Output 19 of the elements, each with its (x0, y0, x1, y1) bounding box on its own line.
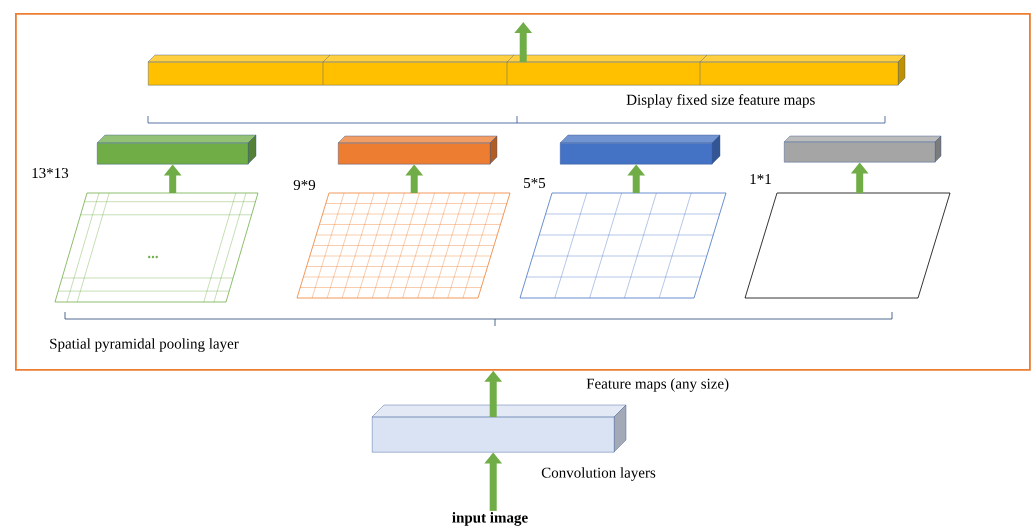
size-label: 1*1 (750, 174, 771, 184)
size-label: Convolution layers (541, 467, 656, 481)
grid-drawing (744, 192, 951, 299)
size-label: 9*9 (293, 179, 316, 191)
feature-bar (559, 134, 721, 165)
grid-drawing (54, 192, 259, 303)
caption-text: Display fixed size feature maps (626, 94, 815, 108)
size-label: 13*13 (32, 167, 69, 179)
feature-bar (147, 54, 906, 86)
feature-bar (783, 135, 942, 163)
feature-bar (337, 135, 498, 165)
ellipsis-mark: ... (148, 255, 158, 259)
grid-drawing (519, 192, 727, 299)
grid-drawing (296, 192, 511, 299)
input-label: input image (452, 512, 528, 526)
caption-text: Feature maps (any size) (586, 378, 729, 392)
convolution-block (371, 404, 627, 453)
feature-bar (96, 134, 257, 165)
size-label: 5*5 (524, 178, 546, 188)
